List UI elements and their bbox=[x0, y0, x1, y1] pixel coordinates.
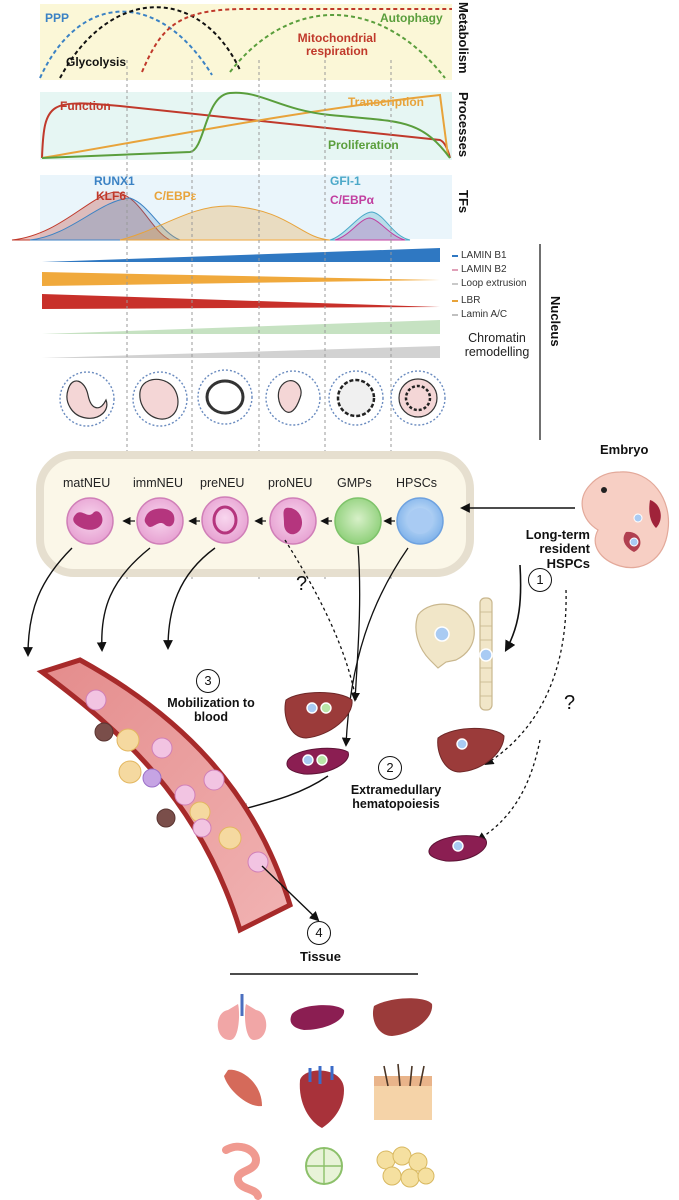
transcription-label: Transcription bbox=[348, 95, 425, 109]
extramedullary-label: Extramedullary hematopoiesis bbox=[350, 783, 442, 811]
adipose-icon bbox=[376, 1146, 435, 1188]
step-1-badge: 1 bbox=[528, 568, 552, 592]
nucleus-gmps bbox=[328, 370, 384, 426]
cell-gmps bbox=[334, 497, 382, 545]
nucleus-section-label: Nucleus bbox=[548, 296, 563, 347]
resident-to-bone-arrow bbox=[504, 564, 522, 652]
embryo-illustration bbox=[581, 471, 670, 569]
liver-left bbox=[284, 692, 353, 739]
processes-section-label: Processes bbox=[456, 92, 471, 158]
nucleus-hpscs bbox=[390, 370, 446, 426]
proliferation-label: Proliferation bbox=[328, 138, 399, 152]
stage-matneu: matNEU bbox=[63, 476, 111, 490]
chromatin-remodelling-label: Chromatin remodelling bbox=[464, 331, 530, 359]
glycolysis-label: Glycolysis bbox=[66, 55, 127, 69]
intestine-icon bbox=[222, 1142, 262, 1200]
legend-lamin-ac: Lamin A/C bbox=[461, 309, 508, 320]
processes-band bbox=[40, 92, 452, 160]
transcription-curve bbox=[41, 93, 449, 159]
embryo-label: Embryo bbox=[600, 442, 649, 457]
metabolism-band bbox=[40, 4, 452, 80]
legend-lbr: LBR bbox=[461, 295, 481, 306]
autophagy-curve bbox=[229, 14, 446, 79]
legend-swatch-lbr bbox=[452, 300, 458, 302]
cell-matneu bbox=[66, 497, 114, 545]
metabolism-section-label: Metabolism bbox=[456, 2, 471, 74]
glycolysis-curve bbox=[59, 6, 241, 79]
runx1-label: RUNX1 bbox=[94, 174, 135, 188]
spleen-left bbox=[286, 747, 349, 775]
blood-to-tissue-arrow bbox=[261, 865, 320, 922]
lbr-wedge bbox=[42, 272, 440, 286]
long-term-hspc-label: Long-term resident HSPCs bbox=[525, 527, 590, 571]
spine-illustration bbox=[479, 597, 493, 711]
stage-proneu: proNEU bbox=[268, 476, 313, 490]
legend-lamin-b1: LAMIN B1 bbox=[461, 250, 507, 261]
nucleus-proneu bbox=[265, 370, 321, 426]
spleen-tissue-icon bbox=[290, 1005, 345, 1030]
stage-preneu: preNEU bbox=[200, 476, 245, 490]
legend-loop-extrusion: Loop extrusion bbox=[461, 278, 527, 289]
lamin-ac-wedge bbox=[42, 346, 440, 358]
tfs-section-label: TFs bbox=[456, 190, 471, 214]
lamin-b2-wedge bbox=[42, 294, 440, 309]
ppp-curve bbox=[39, 10, 213, 79]
spleen-to-blood-arrow bbox=[238, 775, 329, 813]
cebpa-label: C/EBPα bbox=[330, 193, 375, 207]
skin-icon bbox=[374, 1063, 432, 1120]
lungs-icon bbox=[217, 994, 267, 1040]
gfi1-label: GFI-1 bbox=[330, 174, 361, 188]
cebpa-peak bbox=[334, 217, 406, 241]
nucleus-preneu bbox=[197, 369, 253, 425]
legend-swatch-loop bbox=[452, 283, 458, 285]
legend-swatch-lamin-b2 bbox=[452, 269, 458, 271]
question-mark-proneu: ? bbox=[296, 573, 308, 595]
tfs-band bbox=[40, 175, 452, 239]
mito-curve bbox=[141, 8, 452, 73]
ppp-label: PPP bbox=[45, 11, 70, 25]
cell-hpscs bbox=[396, 497, 444, 545]
cebpe-peak bbox=[119, 205, 331, 241]
cell-immneu bbox=[136, 497, 184, 545]
klf6-label: KLF6 bbox=[96, 189, 126, 203]
mito-label: Mitochondrial respiration bbox=[297, 31, 377, 59]
egress-arrows bbox=[23, 547, 216, 657]
lymph-node-icon bbox=[305, 1147, 343, 1185]
gfi1-peak bbox=[329, 211, 411, 241]
tissue-label: Tissue bbox=[300, 949, 341, 964]
cell-proneu bbox=[269, 497, 317, 545]
cell-preneu bbox=[201, 496, 249, 544]
heart-icon bbox=[299, 1066, 344, 1128]
step-3-badge: 3 bbox=[196, 669, 220, 693]
muscle-icon bbox=[224, 1069, 262, 1107]
nucleus-matneu bbox=[59, 371, 115, 427]
nucleus-immneu bbox=[132, 371, 188, 427]
autophagy-label: Autophagy bbox=[380, 11, 443, 25]
liver-right bbox=[437, 727, 505, 773]
legend-swatch-lamin-ac bbox=[452, 314, 458, 316]
function-label: Function bbox=[60, 99, 111, 113]
step-4-badge: 4 bbox=[307, 921, 331, 945]
hspc-spleen-liver-arrows bbox=[341, 545, 409, 747]
mobilization-label: Mobilization to blood bbox=[167, 696, 255, 724]
loop-extrusion-wedge bbox=[42, 320, 440, 334]
step-2-badge: 2 bbox=[378, 756, 402, 780]
question-mark-liver: ? bbox=[564, 692, 576, 714]
legend-swatch-lamin-b1 bbox=[452, 255, 458, 257]
skull-illustration bbox=[415, 603, 475, 669]
stage-immneu: immNEU bbox=[133, 476, 183, 490]
runx1-peak bbox=[29, 197, 181, 241]
proliferation-curve bbox=[41, 91, 451, 159]
stage-gmps: GMPs bbox=[337, 476, 372, 490]
spleen-right bbox=[428, 835, 487, 862]
stage-hpscs: HPSCs bbox=[396, 476, 437, 490]
lamin-b1-wedge bbox=[42, 248, 440, 262]
resident-to-spleen-dashed-arrow bbox=[476, 739, 541, 841]
cebpe-label: C/EBPε bbox=[154, 189, 197, 203]
liver-tissue-icon bbox=[372, 998, 433, 1036]
klf6-peak bbox=[11, 191, 171, 241]
chromatin-nuclei-row bbox=[59, 369, 446, 427]
legend-lamin-b2: LAMIN B2 bbox=[461, 264, 507, 275]
